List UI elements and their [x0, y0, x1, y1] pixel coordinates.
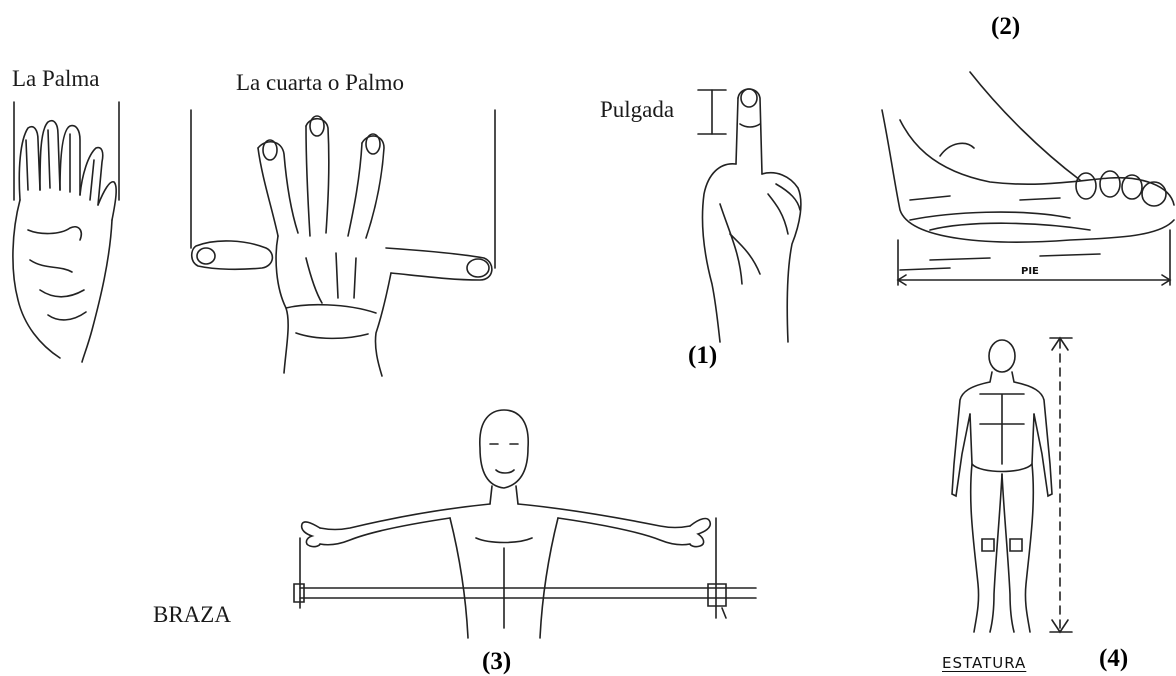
standing-figure-illustration: [940, 334, 1090, 634]
braza-crop-mask: [255, 598, 261, 638]
figure-number-2: (2): [991, 13, 1020, 41]
cuarta-label: La cuarta o Palmo: [236, 70, 404, 96]
figure-number-4: (4): [1099, 645, 1128, 673]
braza-label: BRAZA: [153, 602, 231, 628]
arm-span-illustration: [290, 408, 760, 640]
palm-hand-illustration: [0, 100, 125, 365]
estatura-label: ESTATURA: [942, 654, 1026, 672]
palma-label: La Palma: [12, 66, 100, 92]
thumb-hand-illustration: [680, 84, 830, 344]
figure-number-3: (3): [482, 648, 511, 676]
spread-hand-illustration: [186, 108, 506, 378]
figure-number-1: (1): [688, 342, 717, 370]
pie-label: PIE: [1021, 266, 1039, 277]
foot-illustration: [870, 70, 1176, 290]
pulgada-label: Pulgada: [600, 97, 674, 123]
